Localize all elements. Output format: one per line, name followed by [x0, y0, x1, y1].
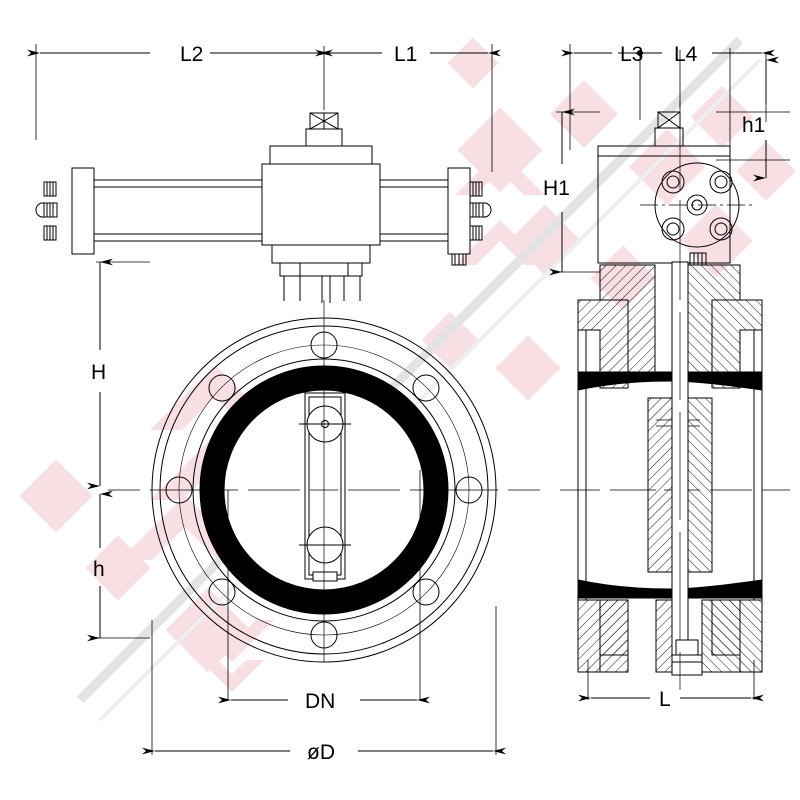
front-view-centerlines — [108, 300, 540, 662]
side-position-indicator-icon — [654, 111, 684, 147]
dim-h — [87, 490, 150, 642]
dim-L — [578, 660, 764, 702]
dim-label-L4: L4 — [674, 43, 698, 66]
dim-h1 — [716, 56, 790, 182]
dim-H1 — [549, 108, 600, 276]
body-section-hatched — [577, 264, 763, 673]
dim-label-L2: L2 — [180, 43, 203, 66]
dim-label-L: L — [659, 688, 671, 711]
cylinder-right-bolt-top — [469, 181, 483, 197]
mounting-flange-bolts — [661, 170, 733, 241]
dim-label-DN: DN — [305, 690, 335, 713]
cylinder-right-port — [469, 202, 492, 218]
seat-section — [577, 371, 763, 599]
dim-L3 — [561, 49, 643, 57]
dim-label-H1: H1 — [543, 177, 570, 200]
dim-label-L3: L3 — [620, 43, 643, 66]
dim-OD — [142, 606, 506, 755]
cylinder-left-port — [35, 202, 58, 218]
dim-label-L1: L1 — [394, 43, 417, 66]
iso-flange-circle — [654, 162, 740, 248]
valve-front-view — [108, 300, 540, 663]
dim-label-h1: h1 — [742, 114, 765, 137]
dim-label-OD: øD — [307, 741, 335, 764]
dim-label-h: h — [93, 558, 105, 581]
dim-label-H: H — [91, 361, 106, 384]
position-indicator-icon — [305, 112, 343, 147]
cylinder-right-bolt-bottom — [469, 225, 483, 241]
gearbox-housing — [261, 145, 381, 303]
cylinder-right-drain — [451, 253, 467, 266]
side-view-centerlines — [560, 100, 790, 690]
valve-side-section — [560, 100, 790, 690]
actuator-assembly-front — [35, 112, 492, 303]
butterfly-disc-front — [299, 392, 351, 582]
dim-H — [87, 258, 150, 490]
disc-section-hatched — [647, 397, 713, 573]
mounting-bracket — [597, 111, 740, 266]
pneumatic-cylinder-right — [380, 167, 492, 266]
dimension-annotations — [27, 44, 790, 755]
dim-DN — [218, 470, 430, 704]
cylinder-left-bolt-bottom — [43, 225, 57, 241]
pneumatic-cylinder-left — [35, 167, 262, 255]
cylinder-left-bolt-top — [43, 181, 57, 197]
watermark-diagonal-stripe — [76, 36, 762, 722]
